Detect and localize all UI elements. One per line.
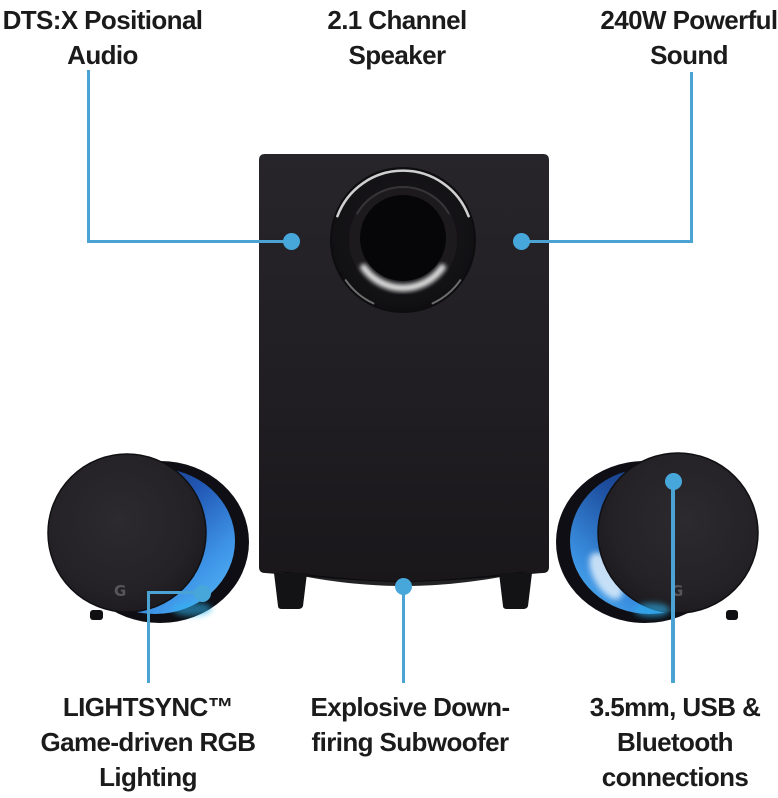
callout-dts-dot	[283, 233, 300, 250]
label-line: DTS:X Positional	[2, 5, 203, 35]
subwoofer-left-foot	[274, 573, 307, 609]
right-speaker-foot	[726, 610, 738, 620]
callout-connections-vertical-line	[671, 485, 675, 683]
surround-top-sheen	[356, 186, 450, 215]
label-line: Bluetooth	[617, 727, 734, 757]
label-line: Game-driven RGB	[40, 727, 257, 757]
callout-240w-vertical-line	[690, 72, 693, 243]
right-speaker-glow	[634, 603, 670, 617]
label-240w-powerful-sound: 240W Powerful Sound	[596, 3, 778, 73]
label-connections: 3.5mm, USB & Bluetooth connections	[555, 690, 778, 795]
ring-bottom-left-highlight	[344, 279, 375, 305]
label-dts-positional-audio: DTS:X Positional Audio	[0, 3, 205, 73]
label-line: 240W Powerful	[600, 5, 778, 35]
callout-dts-horizontal-line	[87, 240, 288, 243]
callout-subwoofer-dot	[395, 578, 412, 595]
subwoofer-cabinet	[259, 154, 549, 582]
label-line: 2.1 Channel	[327, 5, 467, 35]
label-line: Audio	[67, 40, 138, 70]
left-speaker-glow	[172, 602, 212, 616]
callout-dts-vertical-line	[87, 70, 90, 243]
subwoofer-image	[259, 154, 549, 609]
callout-240w-dot	[513, 233, 530, 250]
ring-top-highlight	[336, 169, 470, 218]
cone-center	[360, 195, 446, 281]
left-speaker-grille	[47, 453, 207, 613]
label-line: Lighting	[99, 762, 197, 792]
right-speaker-grille	[597, 452, 759, 614]
label-line: Speaker	[348, 40, 447, 70]
label-line: connections	[601, 762, 749, 792]
right-speaker-reflection	[589, 552, 623, 600]
callout-240w-horizontal-line	[521, 240, 693, 243]
callout-subwoofer-vertical-line	[402, 590, 405, 683]
label-down-firing-subwoofer: Explosive Down- firing Subwoofer	[290, 690, 530, 760]
callout-lightsync-dot	[194, 585, 211, 602]
g-logo-icon: G	[114, 582, 126, 600]
label-21-channel-speaker: 2.1 Channel Speaker	[297, 3, 497, 73]
right-satellite-image: G	[556, 452, 759, 623]
callout-connections-dot	[665, 473, 682, 490]
label-line: 3.5mm, USB &	[589, 692, 761, 722]
woofer-driver	[330, 167, 476, 313]
callout-lightsync-horizontal-line	[147, 591, 199, 594]
label-lightsync-rgb-lighting: LIGHTSYNC™ Game-driven RGB Lighting	[28, 690, 268, 795]
label-line: firing Subwoofer	[311, 727, 510, 757]
left-speaker-foot	[90, 610, 103, 620]
ring-bottom-right-highlight	[431, 279, 462, 305]
left-satellite-image: G	[47, 453, 249, 623]
label-line: LIGHTSYNC™	[62, 692, 234, 722]
label-line: Explosive Down-	[310, 692, 510, 722]
label-line: Sound	[650, 40, 728, 70]
cone-bottom-reflection	[360, 264, 446, 292]
callout-lightsync-vertical-line	[147, 591, 150, 683]
subwoofer-right-foot	[499, 573, 532, 609]
